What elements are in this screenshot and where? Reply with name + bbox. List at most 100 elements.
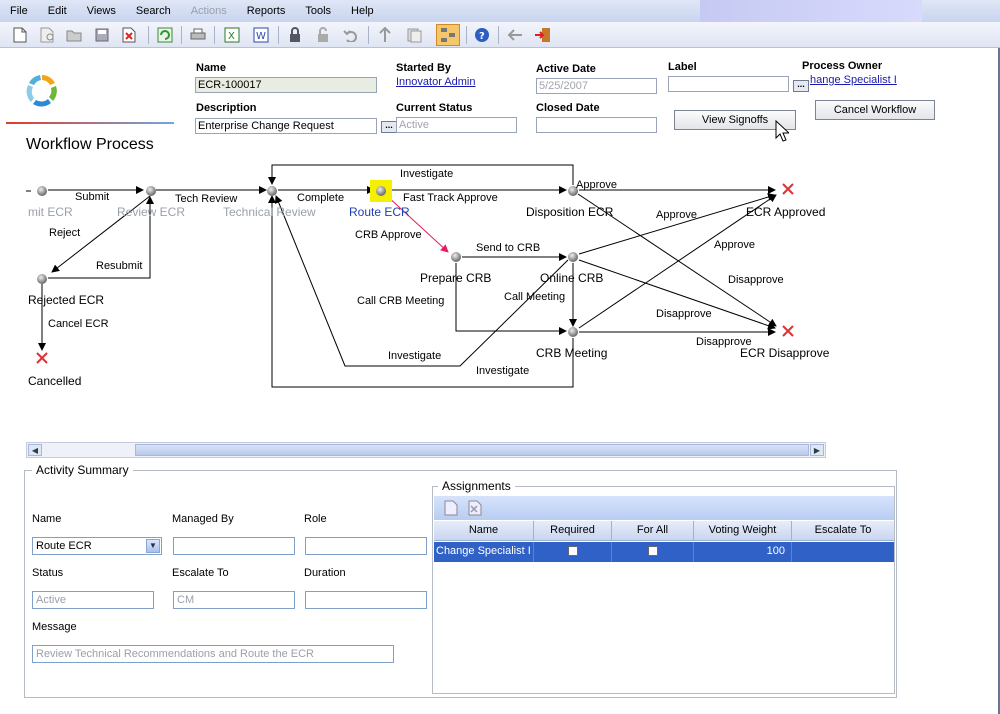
process-owner-lookup-button[interactable]: ...: [793, 80, 809, 92]
menu-edit[interactable]: Edit: [47, 5, 67, 17]
managed-by-label: Managed By: [172, 513, 234, 525]
scroll-left-arrow-icon[interactable]: ◀: [28, 444, 42, 456]
node-submit-ecr: [37, 186, 47, 196]
menu-help[interactable]: Help: [351, 5, 374, 17]
edge-investigate-mid: [274, 195, 569, 367]
escalate-to-field[interactable]: CM: [173, 591, 295, 609]
svg-text:X: X: [228, 31, 235, 42]
active-date-field[interactable]: 5/25/2007: [536, 78, 657, 94]
label-field[interactable]: [668, 76, 789, 92]
column-header-required[interactable]: Required: [534, 521, 612, 540]
edge-label-submit: Submit: [75, 191, 110, 203]
edge-label-send-to-crb: Send to CRB: [476, 242, 541, 254]
menu-reports[interactable]: Reports: [246, 5, 286, 17]
excel-icon[interactable]: X: [222, 25, 242, 45]
exit-icon[interactable]: [533, 25, 553, 45]
edge-label-approve-2: Approve: [656, 209, 697, 221]
workflow-icon[interactable]: [436, 24, 460, 46]
role-label: Role: [304, 513, 327, 525]
description-field[interactable]: Enterprise Change Request: [195, 118, 377, 134]
workflow-edges: [26, 164, 794, 388]
cell-name[interactable]: Change Specialist I: [434, 542, 534, 562]
delete-icon[interactable]: [120, 25, 140, 45]
edge-resubmit: [48, 196, 154, 279]
undo-icon[interactable]: [341, 25, 361, 45]
menu-file[interactable]: File: [10, 5, 28, 17]
cell-escalate-to[interactable]: [792, 542, 894, 562]
scrollbar-thumb[interactable]: [135, 444, 809, 456]
for-all-checkbox[interactable]: [647, 546, 658, 557]
node-online-crb: [568, 252, 578, 262]
node-label-crb-meeting[interactable]: CRB Meeting: [536, 346, 608, 360]
cell-for-all[interactable]: [612, 542, 694, 562]
edge-label-reject: Reject: [49, 227, 81, 239]
edge-label-fast-track: Fast Track Approve: [403, 192, 498, 204]
help-icon[interactable]: ?: [472, 25, 492, 45]
save-icon[interactable]: [92, 25, 112, 45]
edge-call-crb-meeting: [455, 263, 567, 335]
menu-tools[interactable]: Tools: [305, 5, 332, 17]
menu-search[interactable]: Search: [135, 5, 171, 17]
view-signoffs-button[interactable]: View Signoffs: [674, 110, 796, 130]
column-header-name[interactable]: Name: [434, 521, 534, 540]
edge-label-disapprove-3: Disapprove: [696, 336, 752, 348]
closed-date-label: Closed Date: [536, 102, 600, 114]
closed-date-field[interactable]: [536, 117, 657, 133]
managed-by-field[interactable]: [173, 537, 295, 555]
edge-label-call-meeting: Call Meeting: [504, 291, 566, 303]
node-label-technical-review[interactable]: Technical Review: [223, 205, 316, 219]
activity-name-select[interactable]: Route ECR ▼: [32, 537, 162, 555]
page-title: Workflow Process: [26, 136, 154, 153]
required-checkbox[interactable]: [567, 546, 578, 557]
message-field[interactable]: Review Technical Recommendations and Rou…: [32, 645, 394, 663]
node-prepare-crb: [451, 252, 461, 262]
status-field[interactable]: Active: [32, 591, 154, 609]
promote-icon[interactable]: [375, 25, 395, 45]
column-header-voting-weight[interactable]: Voting Weight: [694, 521, 792, 540]
delete-assignment-icon[interactable]: [468, 500, 482, 519]
cell-voting-weight[interactable]: 100: [694, 542, 792, 562]
print-icon[interactable]: [188, 25, 208, 45]
preview-icon[interactable]: [38, 25, 58, 45]
chevron-down-icon[interactable]: ▼: [146, 539, 160, 553]
menu-actions[interactable]: Actions: [190, 5, 227, 17]
current-status-field[interactable]: Active: [396, 117, 517, 133]
revisions-icon[interactable]: [404, 25, 424, 45]
node-label-ecr-disapproved[interactable]: ECR Disapprove: [740, 346, 830, 360]
node-label-submit-ecr[interactable]: mit ECR: [28, 205, 73, 219]
node-label-cancelled[interactable]: Cancelled: [28, 374, 82, 388]
cancel-workflow-button[interactable]: Cancel Workflow: [815, 100, 935, 120]
name-field[interactable]: ECR-100017: [195, 77, 377, 93]
new-assignment-icon[interactable]: [444, 500, 458, 519]
scroll-right-arrow-icon[interactable]: ▶: [810, 444, 824, 456]
open-folder-icon[interactable]: [64, 25, 84, 45]
refresh-icon[interactable]: [155, 25, 175, 45]
unlock-icon[interactable]: [313, 25, 333, 45]
node-label-online-crb[interactable]: Online CRB: [540, 271, 604, 285]
table-row[interactable]: Change Specialist I 100: [434, 542, 894, 562]
word-icon[interactable]: W: [251, 25, 271, 45]
diagram-horizontal-scrollbar[interactable]: ◀ ▶: [26, 442, 826, 458]
lock-icon[interactable]: [285, 25, 305, 45]
process-owner-link[interactable]: hange Specialist I: [810, 74, 897, 86]
edge-label-tech-review: Tech Review: [175, 193, 238, 205]
edge-label-approve-1: Approve: [576, 179, 617, 191]
node-label-review-ecr[interactable]: Review ECR: [117, 205, 186, 219]
cell-required[interactable]: [534, 542, 612, 562]
column-header-for-all[interactable]: For All: [612, 521, 694, 540]
node-label-route-ecr[interactable]: Route ECR: [349, 205, 410, 219]
node-label-prepare-crb[interactable]: Prepare CRB: [420, 271, 492, 285]
edge-approve-2: [578, 193, 776, 255]
back-arrow-icon[interactable]: [505, 25, 525, 45]
node-label-rejected-ecr[interactable]: Rejected ECR: [28, 293, 105, 307]
description-lookup-button[interactable]: ...: [381, 121, 397, 133]
started-by-link[interactable]: Innovator Admin: [396, 76, 476, 88]
node-label-ecr-approved[interactable]: ECR Approved: [746, 205, 826, 219]
duration-field[interactable]: [305, 591, 427, 609]
end-x-icons: [36, 183, 794, 364]
column-header-escalate-to[interactable]: Escalate To: [814, 524, 872, 536]
menu-views[interactable]: Views: [86, 5, 116, 17]
role-field[interactable]: [305, 537, 427, 555]
new-document-icon[interactable]: [10, 25, 30, 45]
node-label-disposition-ecr[interactable]: Disposition ECR: [526, 205, 614, 219]
